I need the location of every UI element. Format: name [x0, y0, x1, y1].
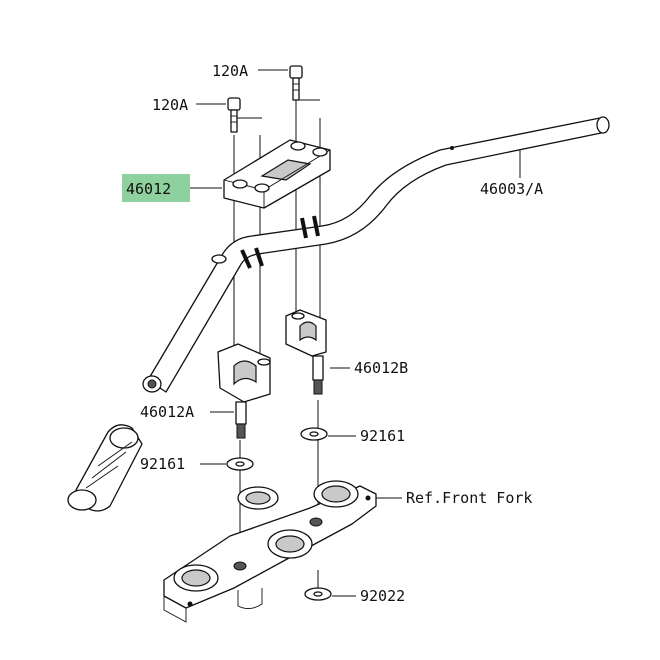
label-washer-left[interactable]: 92161: [140, 455, 185, 473]
washer-left: [226, 457, 254, 471]
label-clamp-upper[interactable]: 46012: [126, 180, 171, 198]
holder-right: [285, 309, 327, 395]
bolt-upper: [289, 65, 303, 101]
label-washer-bottom[interactable]: 92022: [360, 587, 405, 605]
handlebar: [142, 116, 610, 393]
washer-bottom: [304, 587, 332, 601]
fork-bracket: [163, 480, 377, 623]
label-bolt-lower[interactable]: 120A: [152, 96, 188, 114]
label-holder-left[interactable]: 46012A: [140, 403, 194, 421]
upper-clamp: [223, 139, 331, 209]
washer-right: [300, 427, 328, 441]
highlight-box: [122, 174, 190, 202]
bolt-lower: [227, 97, 241, 133]
label-ref-front-fork[interactable]: Ref.Front Fork: [406, 489, 532, 507]
label-holder-right[interactable]: 46012B: [354, 359, 408, 377]
holder-left: [217, 343, 271, 439]
label-handlebar[interactable]: 46003/A: [480, 180, 543, 198]
label-bolt-upper[interactable]: 120A: [212, 62, 248, 80]
hand-grip: [67, 424, 143, 512]
leader-lines: [190, 69, 521, 597]
label-washer-right[interactable]: 92161: [360, 427, 405, 445]
